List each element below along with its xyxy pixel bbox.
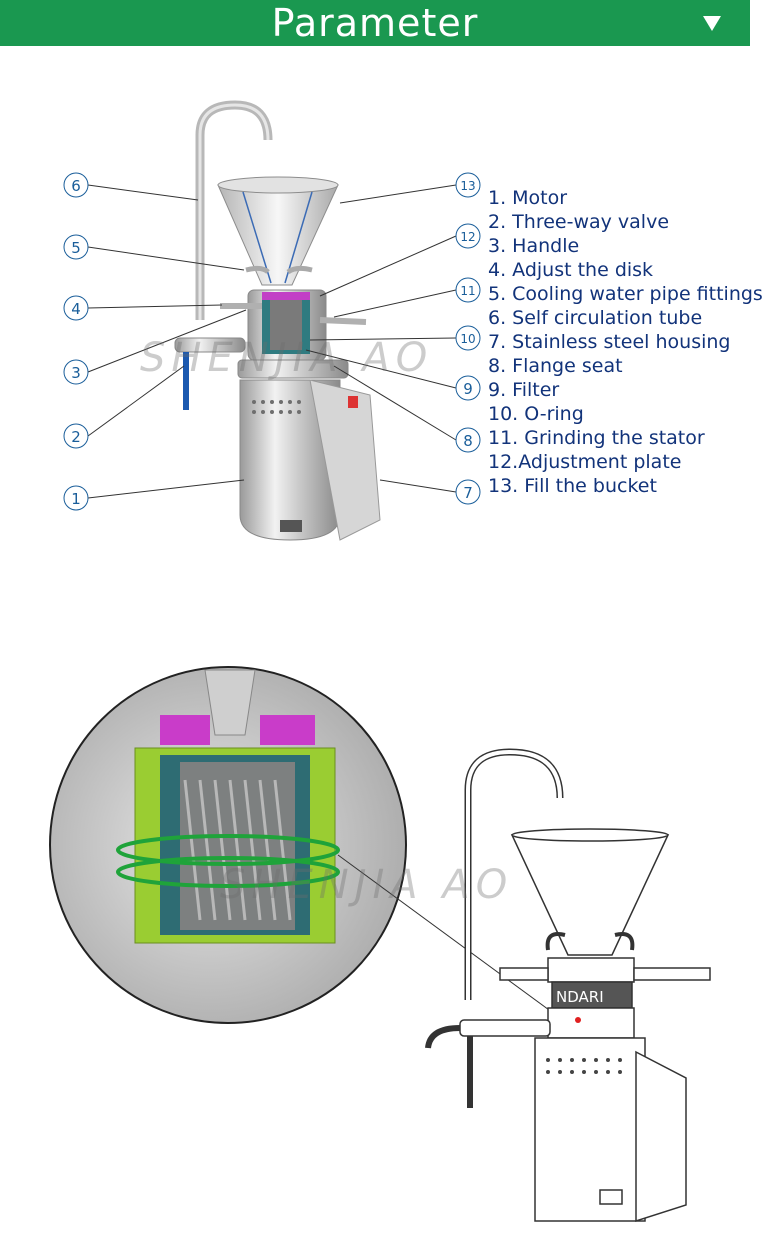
svg-text:2: 2 — [71, 428, 81, 446]
svg-text:6: 6 — [71, 177, 81, 195]
header-banner — [0, 0, 750, 46]
callout-4: 4 — [63, 295, 89, 321]
callout-2: 2 — [63, 423, 89, 449]
top-machine — [174, 100, 381, 541]
svg-text:7: 7 — [463, 484, 473, 502]
part-label: 9. Filter — [488, 379, 560, 401]
part-label: 10. O-ring — [488, 403, 584, 425]
svg-text:10: 10 — [460, 332, 475, 346]
svg-text:9: 9 — [463, 380, 473, 398]
part-label: 12.Adjustment plate — [488, 451, 682, 473]
part-label: 5. Cooling water pipe fittings — [488, 283, 763, 305]
svg-text:8: 8 — [463, 432, 473, 450]
part-label: 7. Stainless steel housing — [488, 331, 731, 353]
svg-text:4: 4 — [71, 300, 81, 318]
page-title: Parameter — [271, 1, 479, 45]
part-label: 6. Self circulation tube — [488, 307, 703, 329]
part-label: 4. Adjust the disk — [488, 259, 654, 281]
part-label: 2. Three-way valve — [488, 211, 670, 233]
parts-legend: 1. Motor 2. Three-way valve 3. Handle 4.… — [488, 186, 763, 498]
svg-text:1: 1 — [71, 490, 81, 508]
nameplate-text: NDARI — [556, 988, 604, 1006]
watermark-top: SHENJIA AO — [140, 335, 434, 381]
svg-text:3: 3 — [71, 364, 81, 382]
part-label: 3. Handle — [488, 235, 580, 257]
callout-8: 8 — [455, 427, 481, 453]
callout-1: 1 — [63, 485, 89, 511]
leader-lines — [87, 184, 457, 499]
callout-13: 13 — [455, 172, 481, 198]
part-label: 1. Motor — [488, 187, 568, 209]
chevron-down-icon[interactable] — [700, 12, 724, 34]
svg-text:12: 12 — [460, 230, 475, 244]
callout-6: 6 — [63, 172, 89, 198]
callout-9: 9 — [455, 375, 481, 401]
callout-7: 7 — [455, 479, 481, 505]
callout-11: 11 — [455, 277, 481, 303]
callout-5: 5 — [63, 234, 89, 260]
svg-text:11: 11 — [460, 284, 475, 298]
part-label: 13. Fill the bucket — [488, 475, 657, 497]
callout-12: 12 — [455, 223, 481, 249]
part-label: 8. Flange seat — [488, 355, 623, 377]
part-label: 11. Grinding the stator — [488, 427, 705, 449]
svg-text:13: 13 — [460, 179, 475, 193]
svg-text:5: 5 — [71, 239, 81, 257]
callout-10: 10 — [455, 325, 481, 351]
cross-section-lens — [49, 666, 561, 1024]
watermark-bottom: SHENJIA AO — [220, 862, 514, 908]
callout-3: 3 — [63, 359, 89, 385]
bottom-machine: NDARI — [425, 748, 711, 1223]
